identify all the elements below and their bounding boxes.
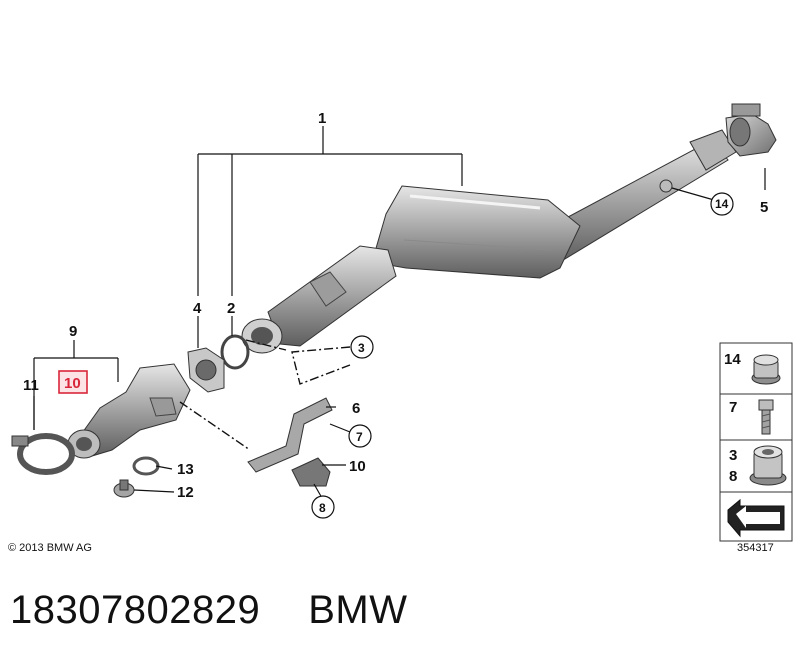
bolt-7-icon: [758, 399, 774, 435]
callout-1: 1: [318, 110, 326, 127]
gasket-ring: [220, 334, 250, 370]
clip-13: [132, 456, 160, 476]
callout-3-circle: 3: [350, 335, 374, 359]
nut-14-icon: [751, 354, 781, 385]
callout-9: 9: [69, 323, 77, 340]
flange-plate: [187, 347, 225, 393]
svg-text:8: 8: [319, 501, 326, 515]
callout-12: 12: [177, 484, 194, 501]
callout-10-highlight-box: [58, 370, 88, 394]
footer-caption: 18307802829 BMW: [10, 588, 407, 633]
callout-13: 13: [177, 461, 194, 478]
callout-11: 11: [23, 377, 39, 394]
hardware-panel: 14 7 3 8: [719, 342, 793, 542]
svg-text:3: 3: [358, 341, 365, 355]
flange-nut-icon: [749, 445, 787, 486]
svg-text:7: 7: [356, 430, 363, 444]
v-band-clamp: [11, 433, 75, 475]
callout-8-circle: 8: [311, 495, 335, 519]
panel-label-7: 7: [729, 399, 737, 416]
callout-6: 6: [352, 400, 360, 417]
callout-4: 4: [193, 300, 202, 317]
callout-10: 10: [349, 458, 366, 475]
callout-7-circle: 7: [348, 424, 372, 448]
brand-name: BMW: [308, 588, 408, 632]
svg-text:14: 14: [715, 197, 729, 211]
callout-10-highlight: 10: [64, 375, 81, 392]
callout-14-circle: 14: [710, 192, 734, 216]
hanger: [291, 457, 331, 487]
catalytic-converter: [241, 129, 737, 354]
drawing-number: 354317: [737, 542, 774, 554]
copyright-notice: © 2013 BMW AG: [8, 542, 92, 554]
panel-label-3: 3: [729, 447, 737, 464]
part-number: 18307802829: [10, 588, 261, 632]
bracket: [247, 397, 333, 473]
leader-lines: [33, 126, 766, 499]
exhaust-parts-diagram: 1 2 4 5 6 9 10 11 12 13 10 3 7 8 14 14 7: [11, 103, 793, 542]
rear-clamp: [725, 103, 777, 157]
grommet-12: [113, 479, 135, 498]
callout-5: 5: [760, 199, 768, 216]
panel-label-8: 8: [729, 468, 737, 485]
downpipe-elbow: [67, 363, 191, 459]
callout-2: 2: [227, 300, 235, 317]
arrow-icon: [727, 498, 785, 538]
panel-label-14: 14: [724, 351, 741, 368]
